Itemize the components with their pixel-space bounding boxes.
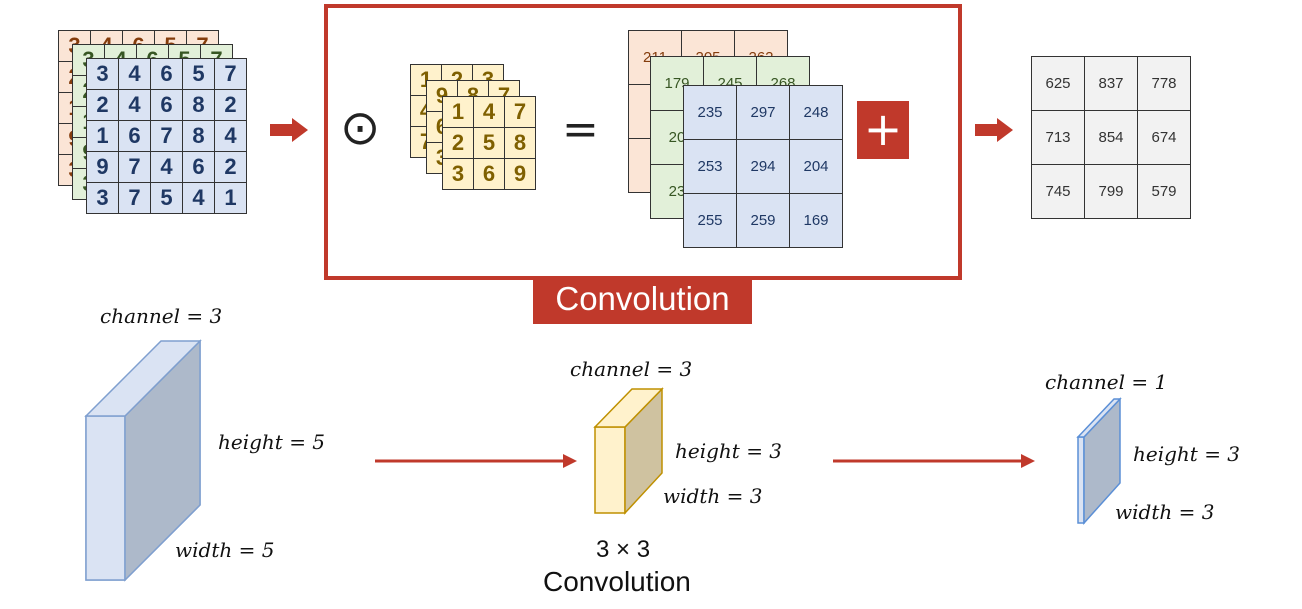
- output-volume-block: [1076, 397, 1122, 525]
- grid-cell: 297: [736, 85, 790, 140]
- input-width-label: width = 5: [175, 538, 275, 562]
- grid-cell: 4: [214, 120, 247, 152]
- grid-cell: 169: [789, 193, 843, 248]
- output-width-label: width = 3: [1115, 500, 1215, 524]
- input-channel-label: channel = 3: [100, 304, 223, 328]
- grid-cell: 2: [214, 89, 247, 121]
- grid-cell: 3: [86, 182, 119, 214]
- grid-cell: 5: [150, 182, 183, 214]
- input-volume-block: [84, 339, 202, 582]
- grid-cell: 6: [150, 58, 183, 90]
- kernel-width-label: width = 3: [663, 484, 763, 508]
- grid-cell: 3: [86, 58, 119, 90]
- grid-cell: 778: [1137, 56, 1191, 111]
- grid-cell: 294: [736, 139, 790, 194]
- kernel-volume-block: [593, 387, 664, 515]
- right-arrow-icon: [270, 118, 308, 142]
- grid-cell: 1: [442, 96, 474, 128]
- output-channel-label: channel = 1: [1045, 370, 1168, 394]
- grid-cell: 259: [736, 193, 790, 248]
- right-arrow-icon: [375, 454, 577, 468]
- grid-cell: 4: [118, 58, 151, 90]
- grid-cell: 854: [1084, 110, 1138, 165]
- grid-cell: 6: [473, 158, 505, 190]
- grid-cell: 5: [182, 58, 215, 90]
- kernel-size-caption: 3 × 3: [596, 536, 651, 563]
- grid-cell: 253: [683, 139, 737, 194]
- convolution-label: Convolution: [533, 276, 752, 324]
- grid-cell: 8: [504, 127, 536, 159]
- grid-cell: 3: [442, 158, 474, 190]
- grid-cell: 7: [118, 182, 151, 214]
- grid-cell: 248: [789, 85, 843, 140]
- grid-cell: 8: [182, 120, 215, 152]
- right-arrow-icon: [833, 454, 1035, 468]
- grid-cell: 713: [1031, 110, 1085, 165]
- kernel-channel-label: channel = 3: [570, 357, 693, 381]
- grid-cell: 9: [504, 158, 536, 190]
- input-height-label: height = 5: [218, 430, 326, 454]
- grid-cell: 837: [1084, 56, 1138, 111]
- grid-cell: 674: [1137, 110, 1191, 165]
- grid-cell: 625: [1031, 56, 1085, 111]
- grid-cell: 204: [789, 139, 843, 194]
- sum-plus-icon: +: [857, 101, 909, 159]
- grid-cell: 6: [118, 120, 151, 152]
- grid-cell: 5: [473, 127, 505, 159]
- grid-cell: 2: [442, 127, 474, 159]
- equals-sign: =: [562, 104, 599, 155]
- grid-cell: 255: [683, 193, 737, 248]
- grid-cell: 1: [86, 120, 119, 152]
- output-height-label: height = 3: [1133, 442, 1241, 466]
- grid-cell: 7: [504, 96, 536, 128]
- grid-cell: 4: [473, 96, 505, 128]
- grid-cell: 2: [214, 151, 247, 183]
- elementwise-operator-icon: ⊙: [340, 100, 381, 156]
- grid-cell: 7: [214, 58, 247, 90]
- grid-cell: 6: [182, 151, 215, 183]
- grid-cell: 6: [150, 89, 183, 121]
- grid-cell: 4: [150, 151, 183, 183]
- grid-cell: 4: [182, 182, 215, 214]
- kernel-convolution-caption: Convolution: [543, 566, 691, 597]
- grid-cell: 799: [1084, 164, 1138, 219]
- grid-cell: 1: [214, 182, 247, 214]
- kernel-height-label: height = 3: [675, 439, 783, 463]
- grid-cell: 745: [1031, 164, 1085, 219]
- grid-cell: 4: [118, 89, 151, 121]
- grid-cell: 235: [683, 85, 737, 140]
- grid-cell: 7: [118, 151, 151, 183]
- grid-cell: 2: [86, 89, 119, 121]
- grid-cell: 8: [182, 89, 215, 121]
- grid-cell: 9: [86, 151, 119, 183]
- right-arrow-icon: [975, 118, 1013, 142]
- grid-cell: 579: [1137, 164, 1191, 219]
- grid-cell: 7: [150, 120, 183, 152]
